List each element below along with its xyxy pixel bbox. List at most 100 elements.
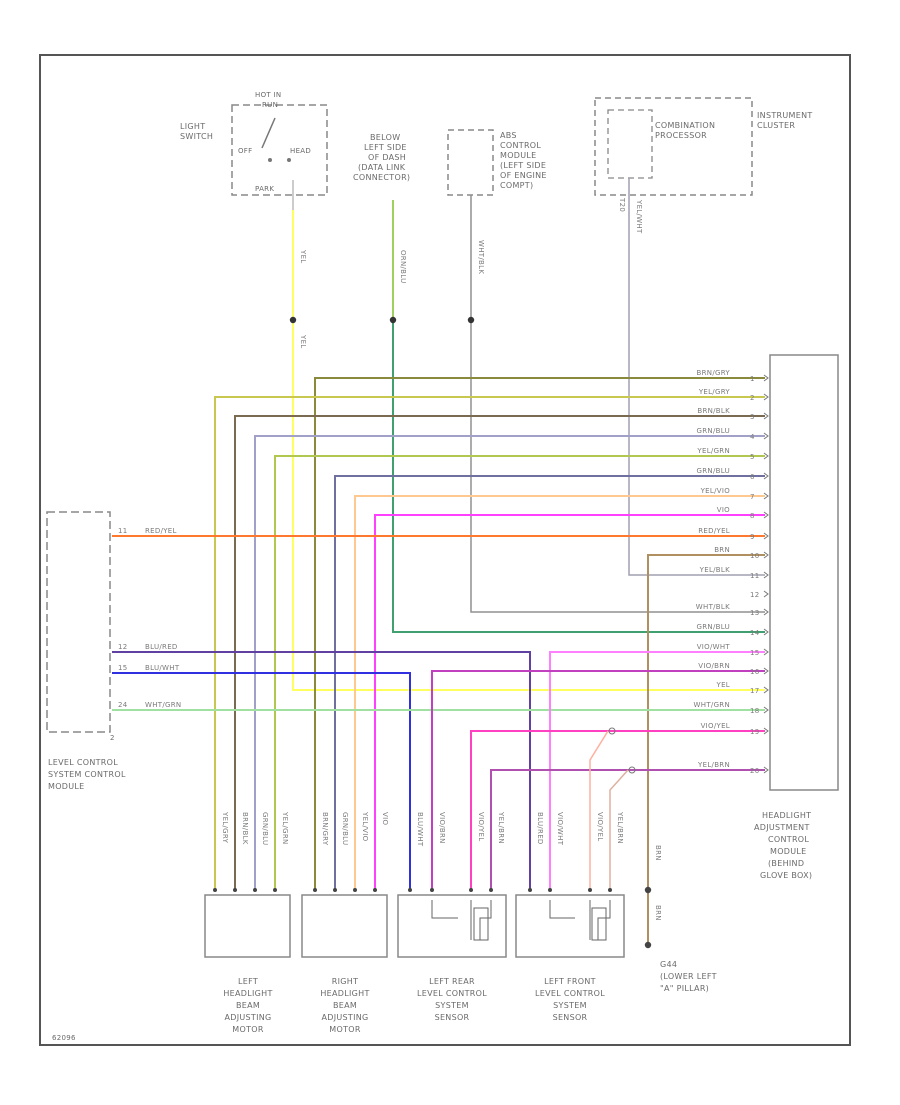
connector-pin-12: 12 — [750, 590, 769, 599]
drop-wire-label: YEL/VIO — [361, 811, 369, 842]
below-dash-connector: BELOW LEFT SIDE OF DASH (DATA LINK CONNE… — [353, 133, 410, 182]
pin-wire-label: YEL/BRN — [697, 761, 730, 769]
pin-number: 18 — [750, 707, 760, 715]
right-motor-line-1: RIGHT — [332, 977, 359, 986]
top-feed-wires: YEL YEL ORN/BLU WHT/BLK YEL/WHT T20 — [289, 178, 765, 691]
pin-wire-label: YEL/BLK — [699, 566, 730, 574]
ground-line-3: "A" PILLAR) — [660, 984, 709, 993]
level-pin-number: 11 — [118, 527, 128, 535]
pin-number: 1 — [750, 375, 755, 383]
drop-wire-label: VIO/YEL — [477, 812, 485, 841]
pin-terminal — [763, 472, 769, 480]
pin-number: 11 — [750, 572, 760, 580]
pin-terminal — [763, 667, 769, 675]
pin-wire-label: RED/YEL — [698, 527, 730, 535]
drop-wire-label: BLU/WHT — [416, 812, 424, 847]
hlm-line-6: GLOVE BOX) — [760, 871, 812, 880]
level-pin-number: 15 — [118, 664, 128, 672]
pin-wire-label: VIO — [717, 506, 730, 514]
level-pin-number: 24 — [118, 701, 128, 709]
pin-wire-label: VIO/YEL — [701, 722, 730, 730]
hot-in-label: HOT IN — [255, 91, 281, 99]
connector-pin-11: YEL/BLK 11 — [699, 566, 769, 580]
instrument-cluster-1: INSTRUMENT — [757, 111, 813, 120]
combination-processor-2: PROCESSOR — [655, 131, 707, 140]
pin-wire-label: GRN/BLU — [697, 623, 730, 631]
abs-line-5: OF ENGINE — [500, 171, 547, 180]
level-control-module: 2 LEVEL CONTROL SYSTEM CONTROL MODULE — [46, 511, 126, 791]
pin-terminal — [763, 628, 769, 636]
pin-number: 17 — [750, 687, 760, 695]
pin-terminal — [763, 706, 769, 714]
drop-wire-label: VIO/BRN — [438, 812, 446, 844]
left-motor-line-5: MOTOR — [232, 1025, 264, 1034]
left-front-sensor-line-1: LEFT FRONT — [544, 977, 596, 986]
level-pin-24: 24 WHT/GRN — [118, 701, 181, 709]
headlight-module-pins: BRN/GRY1YEL/GRY2BRN/BLK3GRN/BLU4YEL/GRN5… — [694, 369, 769, 775]
dlc-line-3: OF DASH — [368, 153, 406, 162]
abs-line-4: (LEFT SIDE — [500, 161, 546, 170]
level-pin-wire-label: BLU/WHT — [145, 664, 180, 672]
pin-number: 16 — [750, 668, 760, 676]
level-pin-number: 12 — [118, 643, 128, 651]
light-switch: LIGHT SWITCH HOT IN RUN OFF HEAD PARK — [180, 91, 328, 210]
pin-number: 4 — [750, 433, 755, 441]
pin-wire-label: WHT/BLK — [696, 603, 730, 611]
pin-wire-label: BRN/GRY — [697, 369, 731, 377]
pin-number: 12 — [750, 591, 760, 599]
hlm-line-4: MODULE — [770, 847, 807, 856]
park-label: PARK — [255, 185, 274, 193]
light-switch-title-2: SWITCH — [180, 132, 213, 141]
abs-line-3: MODULE — [500, 151, 537, 160]
drop-wire-label: GRN/BLU — [261, 812, 269, 845]
left-motor-box — [204, 894, 291, 958]
dlc-line-2: LEFT SIDE — [364, 143, 407, 152]
left-motor-line-3: BEAM — [236, 1001, 260, 1010]
ground-line-2: (LOWER LEFT — [660, 972, 717, 981]
left-front-sensor-box — [515, 894, 625, 958]
drop-wire-label: YEL/GRN — [281, 811, 289, 845]
dlc-line-1: BELOW — [370, 133, 400, 142]
level-module-line-3: MODULE — [48, 782, 85, 791]
left-rear-sensor-box — [397, 894, 507, 958]
pin-terminal — [763, 686, 769, 694]
pin-terminal — [763, 374, 769, 382]
drop-wire-label: YEL/BRN — [497, 811, 505, 844]
pin-wire-label: BRN — [714, 546, 730, 554]
left-front-sensor-line-2: LEVEL CONTROL — [535, 989, 605, 998]
pin-number: 5 — [750, 453, 755, 461]
left-rear-sensor-line-1: LEFT REAR — [429, 977, 475, 986]
wht-blk-wire-label: WHT/BLK — [477, 240, 485, 274]
drop-wire-label: YEL/BRN — [616, 811, 624, 844]
abs-line-2: CONTROL — [500, 141, 541, 150]
instrument-cluster: COMBINATION PROCESSOR INSTRUMENT CLUSTER — [594, 97, 813, 196]
connector-pin-19: VIO/YEL 19 — [701, 722, 769, 736]
left-motor-line-4: ADJUSTING — [224, 1013, 271, 1022]
pin-wire-label: YEL/GRY — [698, 388, 731, 396]
pin-number: 10 — [750, 552, 760, 560]
pin-number: 19 — [750, 728, 760, 736]
level-module-line-1: LEVEL CONTROL — [48, 758, 118, 767]
pin-terminal — [763, 432, 769, 440]
instrument-cluster-2: CLUSTER — [757, 121, 795, 130]
pin-wire-label: VIO/WHT — [697, 643, 731, 651]
dlc-line-4: (DATA LINK — [358, 163, 406, 172]
pin-terminal — [763, 511, 769, 519]
pin-number: 9 — [750, 533, 755, 541]
left-rear-sensor-line-3: SYSTEM — [435, 1001, 469, 1010]
level-pin-wire-label: WHT/GRN — [145, 701, 181, 709]
drop-wire-label: GRN/BLU — [341, 812, 349, 845]
pin-wire-label: VIO/BRN — [698, 662, 730, 670]
pin-wire-label: BRN/BLK — [697, 407, 730, 415]
connector-pin-9: RED/YEL 9 — [698, 527, 769, 541]
